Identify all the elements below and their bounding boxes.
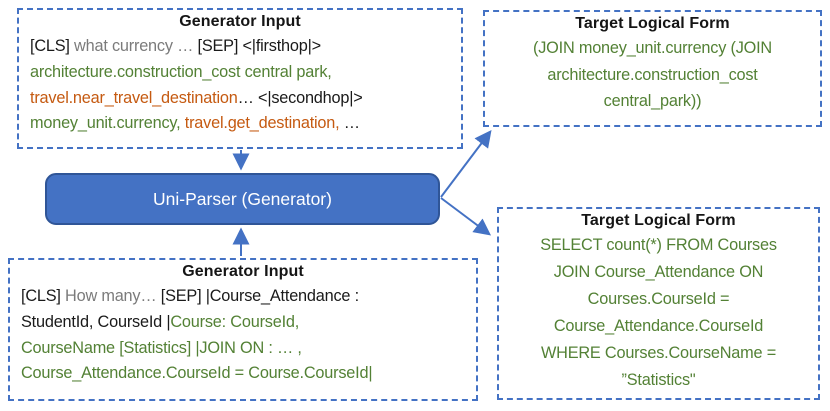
relation-orange: travel.near_travel_destination — [30, 88, 238, 107]
schema-green: Course: CourseId, — [170, 312, 300, 331]
box-title: Target Logical Form — [575, 15, 730, 32]
question-text: How many… — [65, 287, 161, 305]
uni-parser-label: Uni-Parser (Generator) — [153, 188, 332, 209]
schema-black: StudentId, CourseId | — [21, 312, 171, 331]
token-secondhop: … <|secondhop|> — [237, 88, 363, 107]
relation-green: money_unit.currency, — [30, 114, 185, 133]
box-title: Generator Input — [179, 13, 301, 30]
logical-form-line: central_park)) — [603, 92, 702, 110]
schema-green: Course_Attendance.CourseId = Course.Cour… — [21, 364, 373, 383]
token-cls: [CLS] — [30, 37, 75, 55]
logical-form-line: (JOIN money_unit.currency (JOIN — [533, 39, 772, 57]
arrow-parser-to-output2 — [440, 197, 492, 236]
token-cls: [CLS] — [21, 287, 66, 305]
logical-form-1-text: (JOIN money_unit.currency (JOIN architec… — [485, 33, 820, 115]
relation-orange: travel.get_destination, — [184, 114, 344, 133]
schema-green: CourseName [Statistics] |JOIN ON : … , — [21, 338, 302, 357]
box-title: Target Logical Form — [581, 212, 736, 229]
question-text: what currency … — [74, 37, 198, 55]
target-logical-form-box-top: Target Logical Form (JOIN money_unit.cur… — [483, 10, 822, 127]
sql-line: ”Statistics" — [621, 371, 696, 389]
uni-parser-box: Uni-Parser (Generator) — [45, 173, 440, 225]
sql-line: WHERE Courses.CourseName = — [540, 344, 777, 362]
sql-line: Courses.CourseId = — [587, 290, 730, 308]
token-sep-firsthop: [SEP] <|firsthop|> — [197, 37, 322, 55]
target-logical-form-box-bottom: Target Logical Form SELECT count(*) FROM… — [497, 207, 820, 400]
sql-line: Course_Attendance.CourseId — [553, 317, 764, 335]
sql-line: JOIN Course_Attendance ON — [553, 263, 764, 281]
generator-input-box-bottom: Generator Input [CLS] How many… [SEP] |C… — [8, 258, 478, 401]
generator-input-box-top: Generator Input [CLS] what currency … [S… — [17, 8, 463, 149]
relation-green: architecture.construction_cost central p… — [30, 62, 332, 81]
box-title: Generator Input — [182, 263, 304, 280]
generator-input-2-text: [CLS] How many… [SEP] |Course_Attendance… — [10, 281, 476, 387]
logical-form-line: architecture.construction_cost — [547, 65, 758, 84]
token-sep-table: [SEP] |Course_Attendance : — [160, 287, 359, 305]
logical-form-2-text: SELECT count(*) FROM Courses JOIN Course… — [499, 230, 818, 394]
ellipsis: … — [343, 114, 360, 133]
generator-input-1-text: [CLS] what currency … [SEP] <|firsthop|>… — [19, 31, 461, 137]
sql-line: SELECT count(*) FROM Courses — [540, 236, 777, 254]
